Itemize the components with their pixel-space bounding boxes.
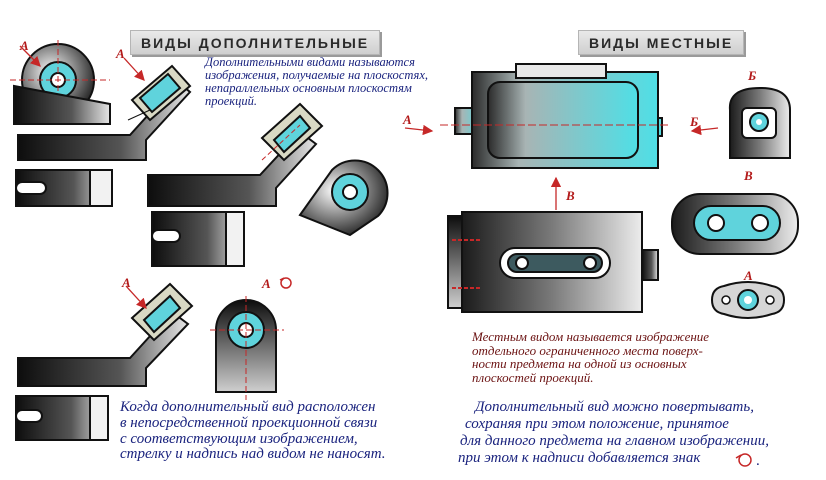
bracket-assembly-top <box>10 40 192 161</box>
note-line-1: Дополнительный вид можно повертывать, <box>475 399 754 415</box>
label-a-2: А <box>116 46 125 61</box>
additional-view-definition: Дополнительными видами называются изобра… <box>205 55 429 109</box>
header-local-views: ВИДЫ МЕСТНЫЕ <box>578 30 745 55</box>
view-arrow-3 <box>125 285 147 309</box>
header-additional-views: ВИДЫ ДОПОЛНИТЕЛЬНЫЕ <box>130 30 381 55</box>
block-view-2 <box>151 211 245 267</box>
label-a-5: А <box>403 112 412 127</box>
note-line-4: при этом к надписи добавляется знак <box>458 450 701 466</box>
view-arrow-a <box>404 124 434 136</box>
block-view-1 <box>15 169 113 207</box>
label-a-3: А <box>122 275 131 290</box>
label-v-2: В <box>744 168 753 183</box>
label-a-6: А <box>744 268 753 283</box>
rotation-sign-text-icon: . <box>735 453 760 469</box>
housing-front-view <box>440 63 670 169</box>
housing-top-view <box>447 211 659 313</box>
view-arrow-1 <box>19 45 41 67</box>
svg-text:.: . <box>756 453 760 469</box>
label-v-1: В <box>566 188 575 203</box>
bracket-assembly-middle <box>147 102 324 207</box>
bracket-assembly-bottom <box>17 282 194 387</box>
label-a-1: А <box>20 38 29 53</box>
bottom-left-note: Когда дополнительный вид расположен в не… <box>120 399 386 463</box>
rotation-sign-icon <box>279 277 292 289</box>
local-view-v <box>671 193 799 255</box>
local-view-b <box>728 86 791 159</box>
label-a-4: А <box>262 276 271 291</box>
block-view-3 <box>15 395 109 441</box>
boss-view-rotated <box>210 296 284 400</box>
view-arrow-b <box>690 124 719 136</box>
local-view-a <box>710 280 786 320</box>
view-arrow-2 <box>123 57 145 81</box>
label-b-2: Б <box>690 114 699 129</box>
boss-view-middle <box>298 159 389 237</box>
local-view-definition: Местным видом называется изображение отд… <box>472 329 710 385</box>
label-b-1: Б <box>748 68 757 83</box>
note-line-3: для данного предмета на главном изображе… <box>460 433 769 449</box>
note-line-2: сохраняя при этом положение, принятое <box>465 416 729 432</box>
